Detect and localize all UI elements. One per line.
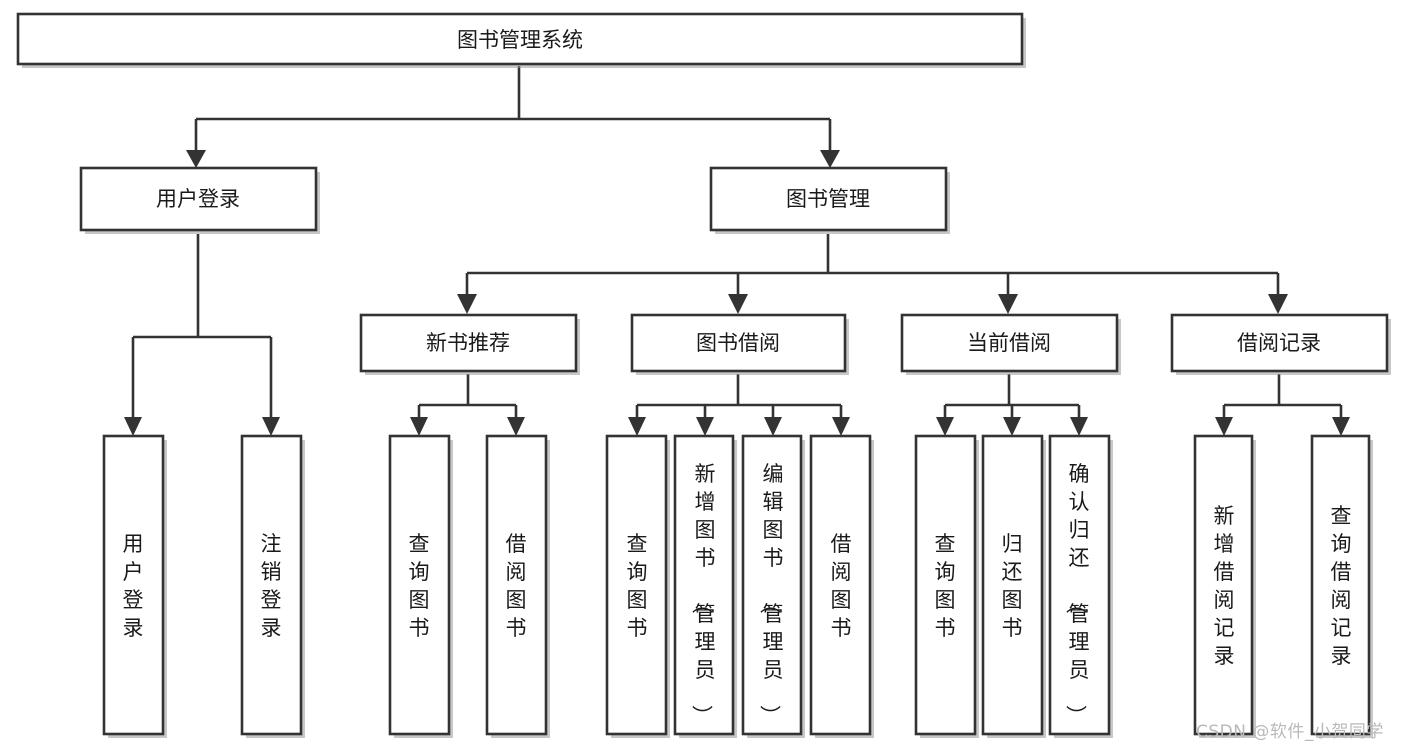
node-leaf-rec-search-label: 查询借阅记录 [1331, 504, 1352, 668]
arrow-to-book-manage [820, 150, 840, 168]
node-book-manage[interactable]: 图书管理 [709, 166, 950, 234]
arrow-to-leaf-rec-search [1332, 417, 1350, 436]
arrow-to-leaf-rec-borrow [507, 417, 525, 436]
node-leaf-cur-confirm-box [1048, 434, 1111, 736]
arrow-to-leaf-rec-add [1215, 417, 1233, 436]
node-leaf-cur-return[interactable]: 归还图书 [981, 434, 1046, 738]
node-leaf-borrow-edit-label: 编辑图书（管理员） [758, 462, 784, 726]
arrow-to-user-login [186, 150, 206, 168]
node-leaf-borrow-query[interactable]: 查询图书 [605, 434, 670, 738]
node-leaf-cur-confirm[interactable]: 确认归还（管理员） [1048, 434, 1113, 738]
node-user-login-box [79, 166, 318, 232]
node-new-book-rec-label: 新书推荐 [426, 331, 510, 355]
node-book-borrow-box [630, 313, 847, 373]
node-leaf-rec-query-label: 查询图书 [409, 532, 430, 640]
node-leaf-user-logout-box [240, 434, 303, 736]
node-leaf-borrow-query-box [605, 434, 668, 736]
node-leaf-user-logout[interactable]: 注销登录 [240, 434, 305, 738]
node-leaf-borrow-query-label: 查询图书 [627, 532, 648, 640]
connector-layer [131, 66, 1343, 418]
node-current-borrow[interactable]: 当前借阅 [900, 313, 1121, 375]
node-leaf-user-login-box [102, 434, 165, 736]
node-leaf-rec-add-box [1193, 434, 1254, 736]
node-borrow-record-box [1170, 313, 1389, 373]
node-leaf-borrow-lend[interactable]: 借阅图书 [809, 434, 874, 738]
node-leaf-cur-confirm-label: 确认归还（管理员） [1064, 462, 1090, 726]
node-leaf-cur-query-box [914, 434, 977, 736]
node-leaf-rec-borrow[interactable]: 借阅图书 [485, 434, 550, 738]
node-root-label: 图书管理系统 [457, 28, 583, 52]
arrow-to-borrow-record [1268, 294, 1288, 314]
node-leaf-rec-add-label: 新增借阅记录 [1214, 504, 1235, 668]
node-leaf-borrow-add-box [673, 434, 735, 736]
node-root-box [16, 12, 1024, 66]
node-leaf-cur-return-label: 归还图书 [1002, 532, 1023, 640]
arrow-to-leaf-borrow-query [628, 417, 646, 436]
node-leaf-borrow-edit-box [741, 434, 803, 736]
node-book-manage-label: 图书管理 [786, 187, 870, 211]
node-new-book-rec-box [359, 313, 578, 373]
arrow-to-leaf-borrow-lend [832, 417, 850, 436]
node-book-borrow[interactable]: 图书借阅 [630, 313, 849, 375]
node-leaf-rec-borrow-box [485, 434, 548, 736]
node-leaf-cur-query-label: 查询图书 [935, 532, 956, 640]
node-leaf-borrow-add[interactable]: 新增图书（管理员） [673, 434, 737, 738]
node-borrow-record[interactable]: 借阅记录 [1170, 313, 1391, 375]
node-current-borrow-label: 当前借阅 [967, 331, 1051, 355]
arrow-to-leaf-borrow-edit [764, 417, 782, 436]
node-leaf-borrow-add-label: 新增图书（管理员） [690, 462, 716, 726]
arrow-to-book-borrow [728, 294, 748, 314]
node-leaf-rec-borrow-label: 借阅图书 [506, 532, 527, 640]
arrowhead-layer [124, 150, 1350, 436]
node-root[interactable]: 图书管理系统 [16, 12, 1026, 68]
node-leaf-borrow-lend-label: 借阅图书 [831, 532, 852, 640]
node-book-manage-box [709, 166, 948, 232]
node-leaf-rec-add[interactable]: 新增借阅记录 [1193, 434, 1256, 738]
node-leaf-borrow-edit[interactable]: 编辑图书（管理员） [741, 434, 805, 738]
node-layer: 图书管理系统 用户登录 图书管理 新书推荐 [16, 12, 1391, 738]
node-leaf-user-login[interactable]: 用户登录 [102, 434, 167, 738]
arrow-to-leaf-cur-confirm [1070, 417, 1088, 436]
arrow-to-leaf-cur-return [1003, 417, 1021, 436]
node-leaf-rec-search-box [1310, 434, 1371, 736]
node-leaf-rec-search[interactable]: 查询借阅记录 [1310, 434, 1373, 738]
arrow-to-new-book-rec [457, 294, 477, 314]
arrow-to-leaf-user-logout [262, 417, 280, 436]
node-leaf-borrow-lend-box [809, 434, 872, 736]
node-user-login-label: 用户登录 [156, 187, 240, 211]
node-leaf-rec-query-box [388, 434, 451, 736]
node-new-book-rec[interactable]: 新书推荐 [359, 313, 580, 375]
node-book-borrow-label: 图书借阅 [696, 331, 780, 355]
node-leaf-cur-query[interactable]: 查询图书 [914, 434, 979, 738]
node-leaf-user-logout-label: 注销登录 [261, 532, 282, 640]
node-borrow-record-label: 借阅记录 [1237, 331, 1321, 355]
arrow-to-leaf-rec-query [410, 417, 428, 436]
node-leaf-rec-query[interactable]: 查询图书 [388, 434, 453, 738]
node-user-login[interactable]: 用户登录 [79, 166, 320, 234]
node-leaf-cur-return-box [981, 434, 1044, 736]
arrow-to-leaf-borrow-add [696, 417, 714, 436]
arrow-to-leaf-user-login [124, 417, 142, 436]
node-leaf-user-login-label: 用户登录 [123, 532, 144, 640]
arrow-to-current-borrow [998, 294, 1018, 314]
node-current-borrow-box [900, 313, 1119, 373]
arrow-to-leaf-cur-query [936, 417, 954, 436]
